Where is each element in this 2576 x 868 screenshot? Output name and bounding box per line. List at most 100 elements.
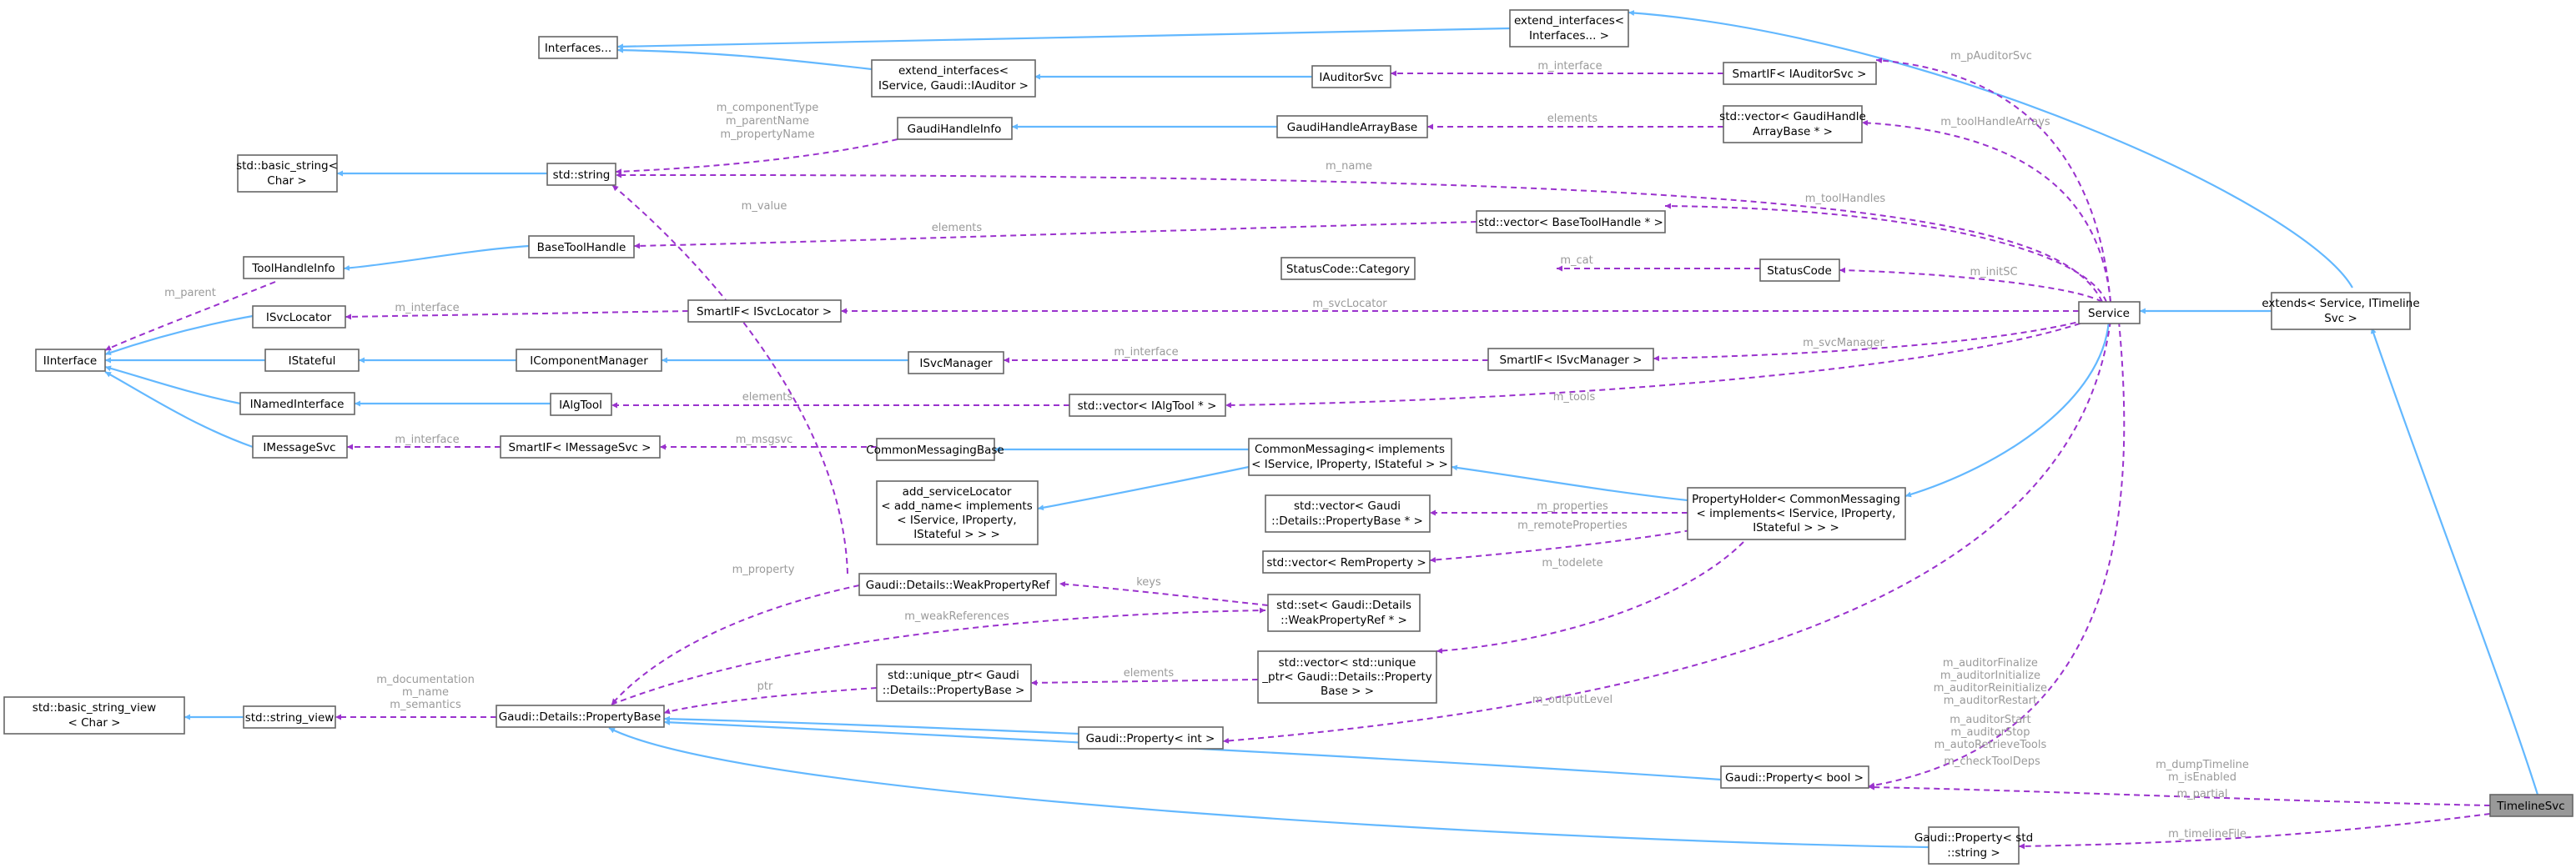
svg-text:IAlgTool: IAlgTool: [559, 399, 602, 412]
node-propertybase[interactable]: Gaudi::Details::PropertyBase: [496, 705, 665, 728]
node-vector-unique-ptr[interactable]: std::vector< std::unique_ptr< Gaudi::Det…: [1257, 650, 1437, 704]
node-property-bool[interactable]: Gaudi::Property< bool >: [1720, 765, 1869, 789]
label-elements-unique: elements: [1124, 667, 1175, 680]
node-vector-ialgtool[interactable]: std::vector< IAlgTool * >: [1069, 394, 1226, 417]
edge-timelinesvc-to-extendsservice: [2370, 327, 2539, 795]
node-iauditorsvc[interactable]: IAuditorSvc: [1311, 65, 1391, 88]
edge-toolhandleinfo-to-iinterface: [104, 281, 276, 351]
label-m-interface-auditor: m_interface: [1537, 60, 1602, 73]
svg-text:TimelineSvc: TimelineSvc: [2496, 800, 2564, 813]
edge-extendinterfacesvar-to-interfaces: [616, 27, 1511, 50]
edge-propertyholder-to-commonmessaging: [1451, 464, 1688, 502]
node-basetoolhandle[interactable]: BaseToolHandle: [528, 235, 635, 258]
svg-text:Gaudi::Details::PropertyBase: Gaudi::Details::PropertyBase: [499, 710, 662, 724]
node-smartif-svclocator[interactable]: SmartIF< ISvcLocator >: [687, 299, 842, 323]
label-m-toolhandles: m_toolHandles: [1805, 193, 1886, 205]
label-elements-ialgtool: elements: [742, 391, 793, 404]
node-set-weakpropertyref[interactable]: std::set< Gaudi::Details::WeakPropertyRe…: [1267, 594, 1421, 632]
node-gaudihandlearraybase[interactable]: GaudiHandleArrayBase: [1276, 115, 1428, 138]
node-basic-string[interactable]: std::basic_string<Char >: [236, 154, 338, 193]
label-m-interface-svclocator: m_interface: [395, 302, 459, 314]
edge-service-to-string: [615, 172, 2103, 303]
edge-service-to-propertybool: [1868, 320, 2126, 789]
node-icomponentmanager[interactable]: IComponentManager: [516, 349, 662, 372]
svg-text:SmartIF< IAuditorSvc >: SmartIF< IAuditorSvc >: [1733, 68, 1867, 81]
svg-text:std::vector< IAlgTool * >: std::vector< IAlgTool * >: [1078, 399, 1217, 413]
node-service[interactable]: Service: [2078, 301, 2141, 324]
node-string-view[interactable]: std::string_view: [243, 705, 336, 729]
node-unique-ptr[interactable]: std::unique_ptr< Gaudi::Details::Propert…: [876, 664, 1032, 702]
node-isvclocator[interactable]: ISvcLocator: [252, 305, 346, 329]
label-m-outputlevel: m_outputLevel: [1532, 694, 1613, 706]
usage-edges: [104, 58, 2491, 850]
svg-text:std::basic_string<Char >: std::basic_string<Char >: [236, 159, 338, 188]
edge-extendinterfacesauditor-to-interfaces: [616, 47, 873, 71]
node-interfaces[interactable]: Interfaces...: [538, 36, 618, 59]
node-add-servicelocator[interactable]: add_serviceLocator< add_name< implements…: [876, 480, 1039, 545]
svg-text:BaseToolHandle: BaseToolHandle: [537, 241, 626, 254]
label-elements-handlearray: elements: [1547, 113, 1598, 125]
node-extend-interfaces-var[interactable]: extend_interfaces<Interfaces... >: [1509, 9, 1629, 48]
edge-weakpropertyref-to-string: [611, 184, 848, 574]
label-m-interface-msg: m_interface: [395, 434, 459, 446]
node-toolhandleinfo[interactable]: ToolHandleInfo: [243, 256, 345, 279]
svg-text:std::vector< Gaudi::Details::P: std::vector< Gaudi::Details::PropertyBas…: [1271, 499, 1423, 528]
node-statuscode-category[interactable]: StatusCode::Category: [1280, 257, 1416, 280]
svg-text:IComponentManager: IComponentManager: [530, 354, 648, 368]
node-ialgtool[interactable]: IAlgTool: [550, 393, 612, 416]
node-extend-interfaces-auditor[interactable]: extend_interfaces<IService, Gaudi::IAudi…: [871, 59, 1036, 98]
node-vector-propertybase[interactable]: std::vector< Gaudi::Details::PropertyBas…: [1265, 494, 1431, 533]
node-inamedinterface[interactable]: INamedInterface: [239, 392, 355, 415]
edge-propertybase-to-setweakpropertyref: [611, 607, 1266, 705]
svg-text:Gaudi::Details::WeakPropertyRe: Gaudi::Details::WeakPropertyRef: [866, 579, 1051, 592]
node-smartif-auditorsvc[interactable]: SmartIF< IAuditorSvc >: [1723, 62, 1877, 85]
label-m-parent: m_parent: [164, 287, 216, 299]
node-vector-basetoolhandle[interactable]: std::vector< BaseToolHandle * >: [1476, 210, 1666, 233]
label-keys: keys: [1136, 576, 1161, 589]
node-propertyholder[interactable]: PropertyHolder< CommonMessaging< impleme…: [1687, 487, 1906, 540]
svg-text:Service: Service: [2088, 307, 2130, 320]
edge-isvclocator-to-iinterface: [104, 314, 254, 356]
node-smartif-messagesvc[interactable]: SmartIF< IMessageSvc >: [500, 435, 661, 459]
label-m-weakreferences: m_weakReferences: [904, 610, 1009, 623]
edge-propertyholder-to-vectorremproperty: [1429, 526, 1711, 563]
node-timelinesvc[interactable]: TimelineSvc: [2489, 794, 2573, 817]
svg-text:ISvcLocator: ISvcLocator: [266, 311, 332, 324]
node-smartif-svcmanager[interactable]: SmartIF< ISvcManager >: [1487, 348, 1654, 371]
node-string[interactable]: std::string: [546, 163, 616, 186]
label-m-msgsvc: m_msgsvc: [736, 434, 792, 446]
node-imessagesvc[interactable]: IMessageSvc: [252, 435, 348, 459]
node-property-int[interactable]: Gaudi::Property< int >: [1078, 726, 1224, 750]
node-statuscode[interactable]: StatusCode: [1759, 258, 1840, 282]
node-iinterface[interactable]: IInterface: [35, 349, 106, 372]
label-m-remoteproperties: m_remoteProperties: [1517, 519, 1628, 532]
label-m-property: m_property: [732, 564, 795, 576]
svg-text:PropertyHolder< CommonMessagin: PropertyHolder< CommonMessaging< impleme…: [1692, 493, 1900, 534]
edge-setweakpropertyref-to-weakpropertyref: [1059, 581, 1269, 606]
svg-text:Gaudi::Property< bool >: Gaudi::Property< bool >: [1725, 771, 1864, 785]
node-isvcmanager[interactable]: ISvcManager: [908, 351, 1004, 374]
node-vector-remproperty[interactable]: std::vector< RemProperty >: [1262, 550, 1431, 574]
node-commonmessaging[interactable]: CommonMessaging< implements< IService, I…: [1248, 438, 1452, 476]
node-commonmessagingbase[interactable]: CommonMessagingBase: [866, 438, 1004, 461]
edge-smartifsvclocator-to-isvclocator: [345, 310, 689, 320]
svg-text:SmartIF< IMessageSvc >: SmartIF< IMessageSvc >: [509, 441, 652, 454]
edge-inamedinterface-to-iinterface: [104, 365, 241, 405]
node-weakpropertyref[interactable]: Gaudi::Details::WeakPropertyRef: [858, 573, 1057, 596]
label-m-pauditorsvc: m_pAuditorSvc: [1950, 50, 2032, 63]
svg-text:IStateful: IStateful: [289, 354, 336, 368]
node-basic-string-view[interactable]: std::basic_string_view< Char >: [3, 696, 185, 735]
svg-text:std::unique_ptr< Gaudi::Detail: std::unique_ptr< Gaudi::Details::Propert…: [883, 669, 1025, 697]
label-m-initsc: m_initSC: [1970, 266, 2017, 278]
svg-text:std::vector< std::unique_ptr<: std::vector< std::unique_ptr< Gaudi::Det…: [1261, 656, 1432, 698]
node-gaudihandleinfo[interactable]: GaudiHandleInfo: [897, 117, 1013, 140]
label-elements-basetool: elements: [932, 222, 983, 234]
node-property-string[interactable]: Gaudi::Property< std::string >: [1914, 826, 2033, 865]
node-istateful[interactable]: IStateful: [264, 349, 360, 372]
svg-text:std::vector< GaudiHandleArrayB: std::vector< GaudiHandleArrayBase * >: [1719, 110, 1866, 138]
svg-text:extend_interfaces<IService, Ga: extend_interfaces<IService, Gaudi::IAudi…: [878, 64, 1029, 93]
